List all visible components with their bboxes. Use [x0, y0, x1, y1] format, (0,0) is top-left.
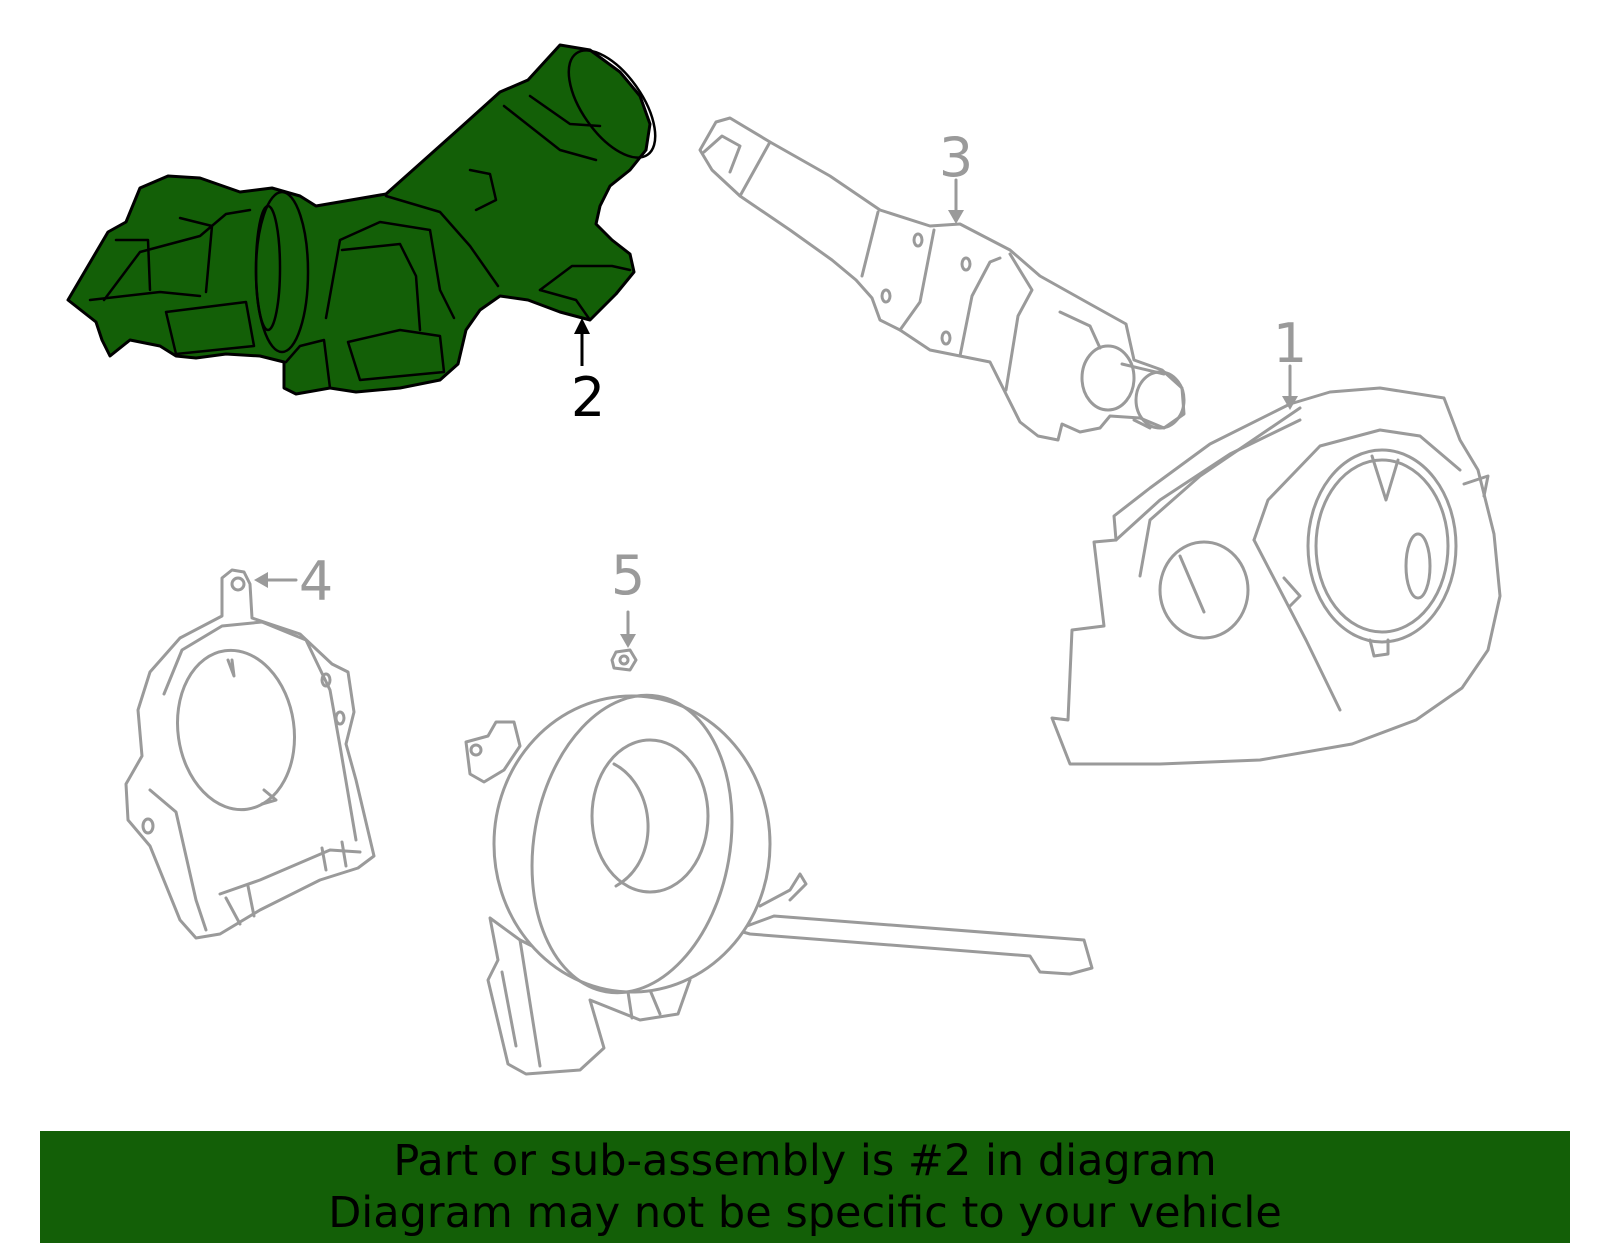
part-5-clock-spring[interactable] [464, 648, 1094, 1076]
leader-line-5 [620, 610, 636, 648]
part-1-column-cover[interactable] [1050, 386, 1502, 766]
leader-line-1 [1282, 364, 1298, 410]
callout-3: 3 [939, 126, 973, 189]
callout-5: 5 [611, 544, 645, 607]
leader-line-3 [948, 178, 964, 224]
part-2-highlighted-assembly[interactable] [66, 36, 672, 396]
part-4-steering-angle-sensor[interactable] [124, 568, 376, 940]
part-3-combination-switch[interactable] [698, 116, 1186, 442]
callout-2: 2 [571, 366, 605, 429]
leader-line-2 [574, 318, 590, 366]
callout-4: 4 [299, 550, 333, 613]
footer-line-2: Diagram may not be specific to your vehi… [328, 1188, 1282, 1238]
leader-line-4 [254, 572, 298, 588]
footer-line-1: Part or sub-assembly is #2 in diagram [393, 1136, 1217, 1186]
footer-banner: Part or sub-assembly is #2 in diagram Di… [40, 1131, 1570, 1243]
callout-1: 1 [1273, 312, 1307, 375]
